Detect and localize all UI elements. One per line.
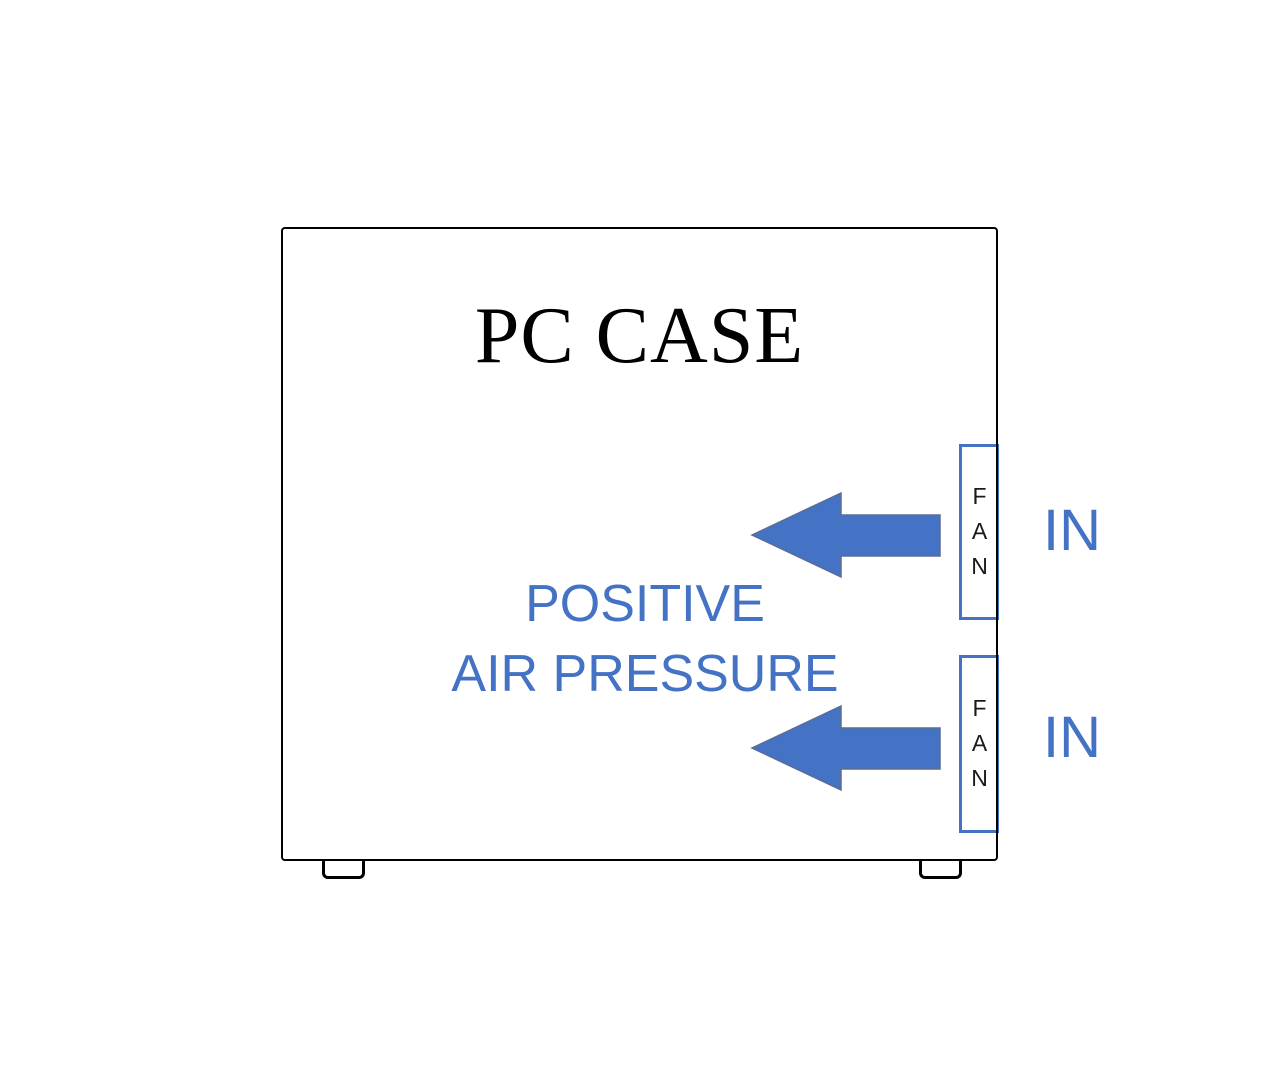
- case-foot-left: [322, 859, 365, 879]
- pressure-label: POSITIVE AIR PRESSURE: [345, 569, 945, 709]
- in-label-top: IN: [1043, 498, 1101, 563]
- pc-case-outline: [281, 227, 998, 861]
- pressure-label-line1: POSITIVE: [525, 575, 765, 633]
- fan-top-label: FAN: [966, 482, 993, 588]
- intake-arrow-bottom-icon: [750, 704, 941, 792]
- pressure-label-line2: AIR PRESSURE: [451, 645, 839, 703]
- fan-box-top: FAN: [959, 444, 999, 620]
- case-foot-right: [919, 859, 962, 879]
- in-label-bottom: IN: [1043, 705, 1101, 770]
- fan-box-bottom: FAN: [959, 655, 999, 833]
- case-title: PC CASE: [474, 292, 805, 380]
- intake-arrow-top-icon: [750, 491, 941, 579]
- fan-bottom-label: FAN: [966, 694, 993, 800]
